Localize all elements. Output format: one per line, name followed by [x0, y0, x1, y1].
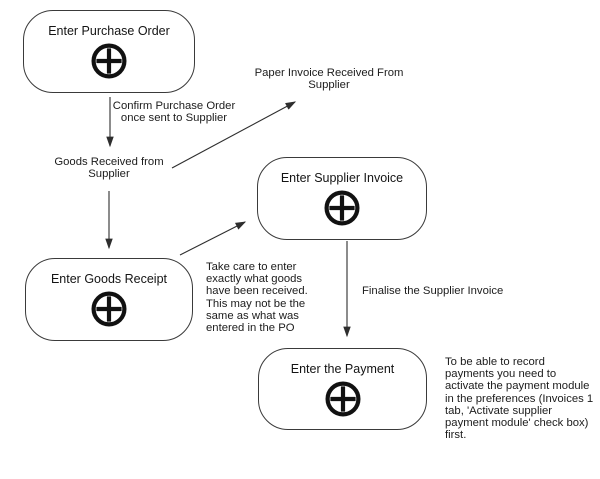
plus-circle-icon	[91, 43, 127, 79]
note-take-care: Take care to enter exactly what goods ha…	[206, 261, 308, 335]
label-confirm-purchase-order: Confirm Purchase Order once sent to Supp…	[112, 100, 236, 125]
node-label: Enter Goods Receipt	[50, 272, 168, 286]
node-label: Enter Supplier Invoice	[280, 171, 404, 185]
node-label: Enter the Payment	[290, 362, 395, 376]
node-enter-the-payment: Enter the Payment	[258, 348, 427, 430]
label-paper-invoice-received: Paper Invoice Received From Supplier	[254, 67, 404, 92]
note-record-payments: To be able to record payments you need t…	[445, 356, 594, 442]
node-enter-supplier-invoice: Enter Supplier Invoice	[257, 157, 427, 240]
node-enter-goods-receipt: Enter Goods Receipt	[25, 258, 193, 341]
label-goods-received-from-supplier: Goods Received from Supplier	[54, 156, 164, 181]
label-finalise-supplier-invoice: Finalise the Supplier Invoice	[362, 285, 504, 297]
plus-circle-icon	[325, 381, 360, 417]
plus-circle-icon	[324, 190, 360, 226]
node-label: Enter Purchase Order	[48, 24, 170, 38]
node-enter-purchase-order: Enter Purchase Order	[23, 10, 195, 93]
plus-circle-icon	[91, 291, 127, 327]
arrow-receipt-to-supplier-invoice	[179, 221, 247, 256]
